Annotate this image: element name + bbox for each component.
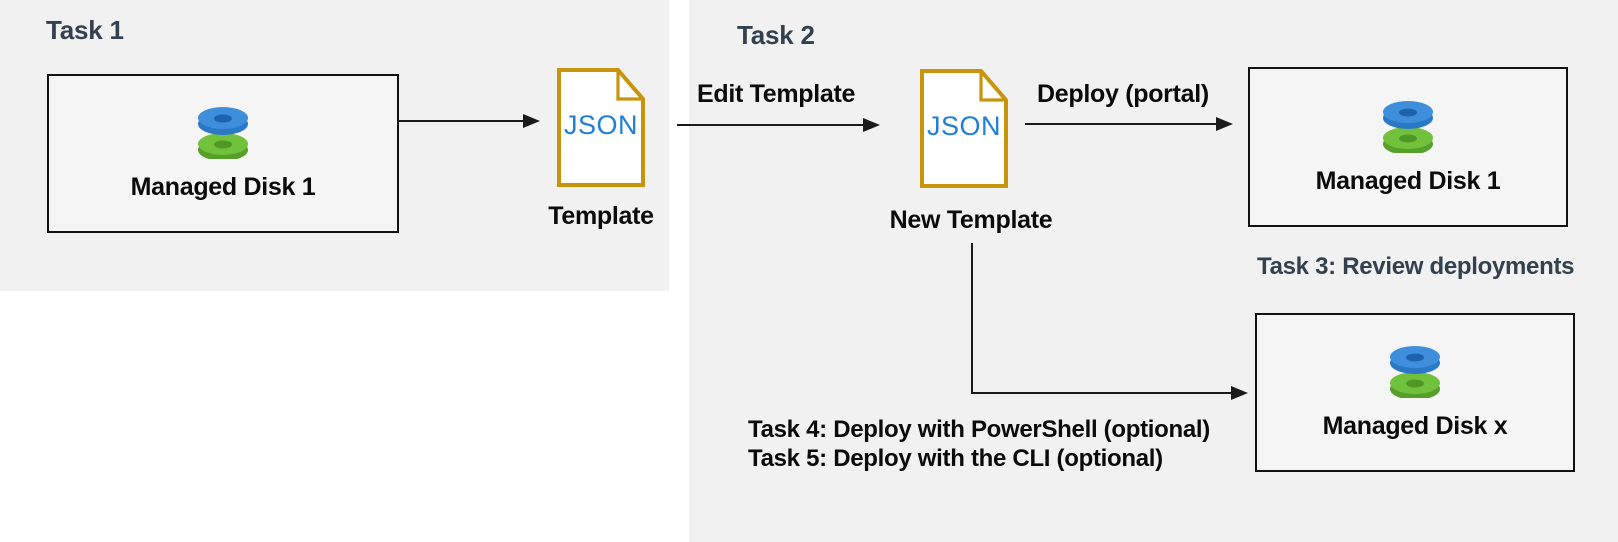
managed-disk-1-deployed-label: Managed Disk 1	[1315, 166, 1501, 195]
managed-disk-x-box: Managed Disk x	[1255, 313, 1575, 472]
task4-annotation: Task 4: Deploy with PowerShell (optional…	[748, 416, 1210, 443]
task2-heading: Task 2	[737, 20, 815, 50]
json-file-icon-new-template: JSON	[920, 69, 1008, 188]
edit-template-arrow-label: Edit Template	[697, 80, 856, 108]
json-file-text: JSON	[926, 111, 1001, 141]
template-caption: Template	[548, 202, 654, 230]
managed-disk-icon	[1390, 346, 1440, 398]
managed-disk-x-label: Managed Disk x	[1322, 412, 1508, 440]
json-file-icon	[920, 69, 1008, 188]
task1-heading: Task 1	[46, 15, 124, 45]
json-file-text: JSON	[563, 110, 638, 140]
task5-annotation: Task 5: Deploy with the CLI (optional)	[748, 445, 1163, 472]
json-file-icon-template: JSON	[557, 68, 645, 187]
new-template-caption: New Template	[889, 206, 1053, 234]
managed-disk-icon	[198, 107, 248, 159]
managed-disk-1-source-label: Managed Disk 1	[130, 173, 316, 201]
managed-disk-1-deployed-box: Managed Disk 1	[1248, 67, 1568, 227]
deploy-portal-arrow-label: Deploy (portal)	[1037, 80, 1209, 108]
managed-disk-icon	[1383, 100, 1433, 153]
task3-annotation: Task 3: Review deployments	[1257, 253, 1575, 280]
managed-disk-1-source-box: Managed Disk 1	[47, 74, 399, 233]
json-file-icon	[557, 68, 645, 187]
